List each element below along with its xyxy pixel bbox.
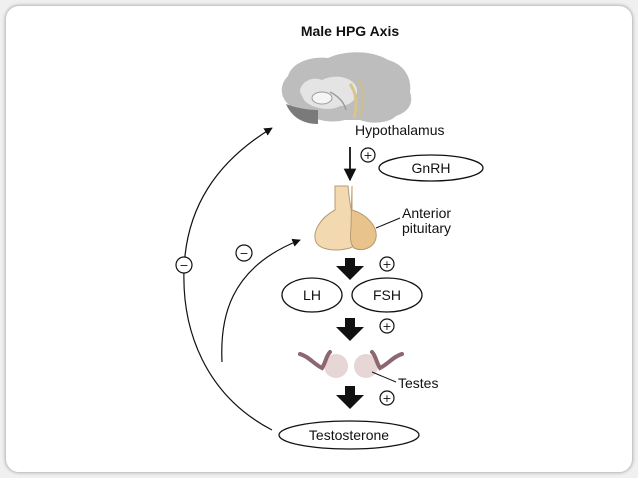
plus-sign-text: + [363, 149, 372, 162]
pituitary-to-lh-fsh-arrow [336, 258, 364, 280]
minus-sign-text: − [239, 247, 248, 260]
gnrh-label: GnRH [412, 160, 451, 176]
minus-sign-text: − [179, 259, 188, 272]
stimulation-sign-lh-fsh: + [379, 256, 395, 272]
stimulation-sign-testes: + [379, 318, 395, 334]
testosterone-node: Testosterone [278, 420, 420, 450]
hypothalamus-label: Hypothalamus [355, 122, 445, 138]
lh-node: LH [281, 277, 343, 313]
pituitary-illustration [314, 185, 377, 251]
plus-sign-text: + [382, 320, 391, 333]
testes-illustration [298, 350, 404, 378]
testosterone-label: Testosterone [309, 427, 389, 443]
stimulation-sign-testosterone: + [379, 390, 395, 406]
anterior-pituitary-label-line2: pituitary [402, 220, 451, 236]
testes-leader-line [371, 371, 397, 383]
plus-sign-text: + [382, 392, 391, 405]
testes-label: Testes [398, 375, 438, 391]
lh-fsh-to-testes-arrow [336, 318, 364, 341]
fsh-node: FSH [351, 277, 423, 313]
diagram-title: Male HPG Axis [301, 23, 400, 39]
anterior-pituitary-label-line1: Anterior [402, 205, 451, 221]
fsh-label: FSH [373, 287, 401, 303]
feedback-to-pituitary-arrow [221, 238, 301, 363]
gnrh-node: GnRH [378, 154, 484, 182]
inhibition-sign-hypothalamus: − [175, 256, 193, 274]
stimulation-sign-gnrh: + [360, 147, 376, 163]
testes-to-testosterone-arrow [336, 386, 364, 409]
brain-illustration [281, 52, 412, 124]
pituitary-leader-line [375, 217, 401, 229]
plus-sign-text: + [382, 258, 391, 271]
feedback-to-hypothalamus-arrow [183, 127, 273, 431]
lh-label: LH [303, 287, 321, 303]
inhibition-sign-pituitary: − [235, 244, 253, 262]
